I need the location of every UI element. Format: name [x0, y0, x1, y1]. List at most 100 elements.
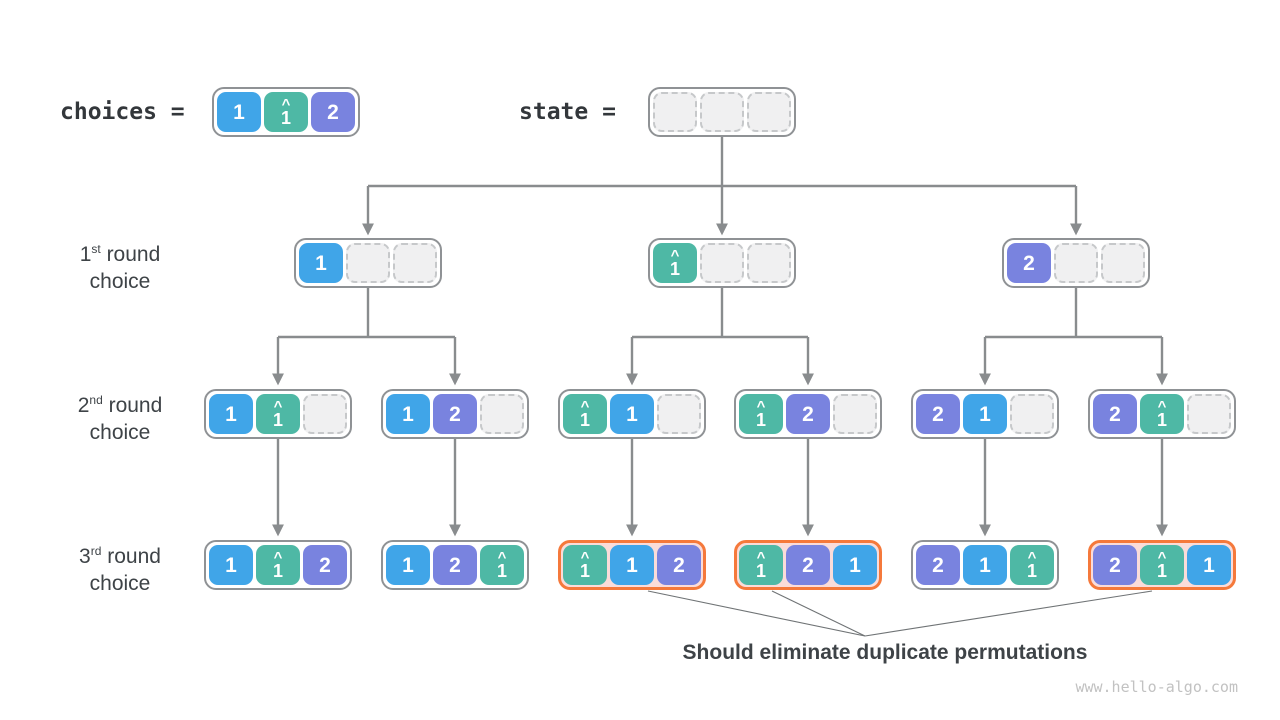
round-2-label-line1: 2nd round [77, 393, 163, 417]
watermark: www.hello-algo.com [1075, 678, 1238, 696]
callout-line-2 [771, 590, 866, 637]
cell-number: 2 [1109, 553, 1121, 577]
value-cell-1: 1 [833, 545, 877, 585]
cell-number: 2 [319, 553, 331, 577]
round-3-label: 3rd round choice [30, 538, 210, 597]
cell-number: 1 [225, 553, 237, 577]
cell-number: 1 [496, 561, 507, 581]
value-cell-1-hat: ^1 [256, 545, 300, 585]
value-cell-1-hat: ^1 [653, 243, 697, 283]
value-cell-1: 1 [209, 394, 253, 434]
round-1-label-line2: choice [89, 270, 151, 293]
cell-number: 1 [755, 561, 766, 581]
value-cell-2: 2 [311, 92, 355, 132]
empty-cell [1101, 243, 1145, 283]
cell-number: 1 [272, 410, 283, 430]
empty-cell [1187, 394, 1231, 434]
ordinal-suffix: rd [90, 544, 102, 558]
cell-number: 2 [673, 553, 685, 577]
cell-number: 1 [669, 259, 680, 279]
hat-mark: ^ [281, 96, 291, 113]
empty-cell [657, 394, 701, 434]
value-cell-2: 2 [303, 545, 347, 585]
tree-node-round2-1: 1^1 [204, 389, 352, 439]
hat-mark: ^ [1027, 549, 1037, 566]
round-1-label-line1: 1st round [79, 242, 161, 266]
value-cell-1-hat: ^1 [1140, 545, 1184, 585]
round-2-label: 2nd round choice [30, 387, 210, 446]
value-cell-2: 2 [1093, 394, 1137, 434]
empty-cell [393, 243, 437, 283]
value-cell-1-hat: ^1 [739, 545, 783, 585]
hat-mark: ^ [756, 398, 766, 415]
tree-node-round1-1: 1 [294, 238, 442, 288]
empty-cell [747, 243, 791, 283]
value-cell-1: 1 [610, 545, 654, 585]
hat-mark: ^ [497, 549, 507, 566]
value-cell-1: 1 [209, 545, 253, 585]
value-cell-1: 1 [1187, 545, 1231, 585]
value-cell-1-hat: ^1 [563, 545, 607, 585]
ordinal-suffix: st [91, 242, 101, 256]
cell-number: 1 [315, 251, 327, 275]
state-label: state = [519, 99, 616, 125]
value-cell-1: 1 [299, 243, 343, 283]
empty-cell [1010, 394, 1054, 434]
cell-number: 2 [1023, 251, 1035, 275]
empty-cell [653, 92, 697, 132]
cell-number: 2 [932, 402, 944, 426]
cell-number: 1 [402, 402, 414, 426]
value-cell-2: 2 [916, 545, 960, 585]
empty-cell [1054, 243, 1098, 283]
empty-cell [303, 394, 347, 434]
round-3-label-line1: 3rd round [79, 544, 161, 568]
value-cell-1: 1 [610, 394, 654, 434]
value-cell-2: 2 [1093, 545, 1137, 585]
hat-mark: ^ [670, 247, 680, 264]
value-cell-1-hat: ^1 [1010, 545, 1054, 585]
hat-mark: ^ [580, 398, 590, 415]
cell-number: 1 [402, 553, 414, 577]
empty-cell [480, 394, 524, 434]
callout-line-3 [864, 590, 1153, 637]
cell-number: 1 [979, 402, 991, 426]
tree-node-round1-3: 2 [1002, 238, 1150, 288]
cell-number: 1 [233, 100, 245, 124]
hat-mark: ^ [273, 398, 283, 415]
cell-number: 2 [449, 402, 461, 426]
cell-number: 2 [932, 553, 944, 577]
cell-number: 1 [979, 553, 991, 577]
cell-number: 1 [626, 402, 638, 426]
value-cell-2: 2 [433, 394, 477, 434]
cell-number: 1 [626, 553, 638, 577]
state-box [648, 87, 796, 137]
value-cell-1-hat: ^1 [480, 545, 524, 585]
value-cell-1-hat: ^1 [264, 92, 308, 132]
cell-number: 1 [1203, 553, 1215, 577]
choices-label: choices = [60, 99, 185, 125]
value-cell-1: 1 [963, 394, 1007, 434]
cell-number: 1 [1026, 561, 1037, 581]
cell-number: 1 [225, 402, 237, 426]
value-cell-1-hat: ^1 [256, 394, 300, 434]
cell-number: 2 [1109, 402, 1121, 426]
ordinal-suffix: nd [89, 393, 103, 407]
round-1-label: 1st round choice [30, 236, 210, 295]
tree-node-round2-6: 2 ^1 [1088, 389, 1236, 439]
cell-number: 1 [579, 561, 590, 581]
cell-number: 1 [272, 561, 283, 581]
empty-cell [700, 243, 744, 283]
value-cell-1: 1 [386, 394, 430, 434]
annotation-text: Should eliminate duplicate permutations [682, 641, 1088, 664]
value-cell-1-hat: ^1 [1140, 394, 1184, 434]
cell-number: 1 [579, 410, 590, 430]
value-cell-1-hat: ^1 [563, 394, 607, 434]
hat-mark: ^ [580, 549, 590, 566]
